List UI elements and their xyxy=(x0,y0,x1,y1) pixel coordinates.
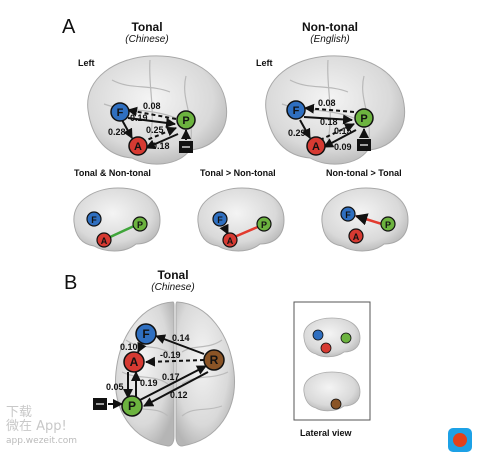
edge-a-to-p-nt xyxy=(319,123,355,141)
weight-b-fa: 0.10 xyxy=(120,342,138,352)
node-a-label: A xyxy=(134,141,142,153)
weight-nt-pf: 0.08 xyxy=(318,98,336,108)
edge-p-to-a xyxy=(145,133,179,149)
node-f-small-2: F xyxy=(217,215,223,225)
brain-tonal-left xyxy=(87,55,228,165)
edge-p-to-f-nt xyxy=(304,103,355,114)
edge-a-to-p xyxy=(141,126,177,143)
inset-caption: Lateral view xyxy=(300,428,352,438)
contrast-label-tonal-gt: Tonal > Non-tonal xyxy=(200,168,276,178)
hemisphere-left-label-2: Left xyxy=(256,58,273,68)
edge-p-to-r xyxy=(139,365,207,401)
node-p-small-1: P xyxy=(137,220,143,230)
brain-contrast-tonal-gt: F A P xyxy=(197,187,285,252)
edge-f-to-a xyxy=(121,119,133,139)
node-f-label-b: F xyxy=(142,327,149,341)
panel-a-label: A xyxy=(62,16,76,38)
weight-nt-fa: 0.29 xyxy=(288,128,306,138)
record-dot-icon xyxy=(453,433,467,447)
edge-red-1 xyxy=(231,224,261,240)
node-r-label-b: R xyxy=(210,353,219,367)
edge-f-to-a-nt xyxy=(299,119,311,139)
node-p-label: P xyxy=(182,115,189,127)
tonal-subtitle: (Chinese) xyxy=(125,34,169,45)
weight-tonal-pf: 0.08 xyxy=(143,101,161,111)
weight-tonal-fa: 0.28 xyxy=(108,127,126,137)
weight-nt-fp: 0.18 xyxy=(320,117,338,127)
edge-p-to-f xyxy=(127,106,177,120)
nontonal-network: 0.08 0.18 0.29 0.15 0.09 xyxy=(288,98,371,152)
weight-b-rp: 0.12 xyxy=(170,390,188,400)
app-badge-icon[interactable] xyxy=(448,428,472,452)
node-p-label-b: P xyxy=(128,399,136,413)
edge-p-to-a-nt xyxy=(323,129,357,148)
tonal-subtitle-text: Chinese xyxy=(128,34,166,45)
inset-lateral-view xyxy=(293,301,371,421)
weight-b-ra: -0.19 xyxy=(160,350,181,360)
weight-tonal-a-to-p: 0.25 xyxy=(146,125,164,135)
edge-r-to-a xyxy=(145,356,205,367)
node-a-label-b: A xyxy=(130,355,139,369)
weight-nt-a-to-p: 0.15 xyxy=(334,126,352,136)
tonal-network: 0.08 0.19 0.28 0.25 0.18 xyxy=(108,101,193,153)
node-p-label-nt: P xyxy=(360,113,367,125)
node-a-label-nt: A xyxy=(312,141,320,153)
watermark-line-3: app.wezeit.com xyxy=(6,436,78,446)
watermark-line-1: 下载 xyxy=(6,405,33,420)
weight-nt-pa: 0.09 xyxy=(334,142,352,152)
edge-f-to-p xyxy=(127,117,176,128)
edge-red-2 xyxy=(219,223,229,235)
contrast-label-nontonal-gt: Non-tonal > Tonal xyxy=(326,168,402,178)
node-p-small-3: P xyxy=(385,220,391,230)
node-a-small-1: A xyxy=(101,236,108,246)
edge-red-3 xyxy=(354,213,383,226)
brain-nontonal-left xyxy=(265,55,406,165)
weight-b-pr: 0.17 xyxy=(162,372,180,382)
node-f-label-nt: F xyxy=(293,105,300,117)
panel-b-title: Tonal xyxy=(157,268,189,282)
edge-green xyxy=(107,224,135,240)
weight-b-pa: 0.19 xyxy=(140,378,158,388)
node-a-small-3: A xyxy=(353,232,360,242)
watermark: 下载 微在 App! app.wezeit.com xyxy=(6,406,77,448)
nodes-tonal: F A P xyxy=(110,102,196,156)
weight-tonal-pa: 0.18 xyxy=(152,141,170,151)
panel-b-subtitle: (Chinese) xyxy=(151,282,195,293)
nodes-nontonal: F A P xyxy=(286,100,374,156)
nontonal-subtitle-text: English xyxy=(313,34,347,45)
node-f-small-1: F xyxy=(91,215,97,225)
edge-f-to-a xyxy=(137,341,147,353)
weight-tonal-p-to-f: 0.19 xyxy=(130,113,148,123)
panel-b-network: 0.14 0.10 -0.19 0.05 0.19 0.17 0.12 xyxy=(93,333,209,410)
tonal-title: Tonal xyxy=(131,20,163,34)
nontonal-subtitle: (English) xyxy=(310,34,350,45)
nontonal-title: Non-tonal xyxy=(302,20,358,34)
weight-b-ap: 0.05 xyxy=(106,382,124,392)
nodes-panel-b: F A R P xyxy=(121,323,225,417)
contrast-label-both: Tonal & Non-tonal xyxy=(74,168,151,178)
watermark-line-2: 微在 App! xyxy=(6,419,67,434)
edge-r-to-f xyxy=(155,334,205,355)
weight-b-rf: 0.14 xyxy=(172,333,190,343)
brain-contrast-both: F A P xyxy=(73,187,161,252)
node-f-label: F xyxy=(117,107,124,119)
node-p-small-2: P xyxy=(261,220,267,230)
edge-f-to-p-nt xyxy=(303,114,353,125)
panel-b-label: B xyxy=(64,272,78,294)
brain-contrast-nontonal-gt: F A P xyxy=(321,187,409,252)
panel-b-subtitle-text: Chinese xyxy=(154,282,192,293)
hemisphere-left-label-1: Left xyxy=(78,58,95,68)
node-f-small-3: F xyxy=(345,210,351,220)
edge-r-to-p xyxy=(143,371,209,407)
node-a-small-2: A xyxy=(227,236,234,246)
